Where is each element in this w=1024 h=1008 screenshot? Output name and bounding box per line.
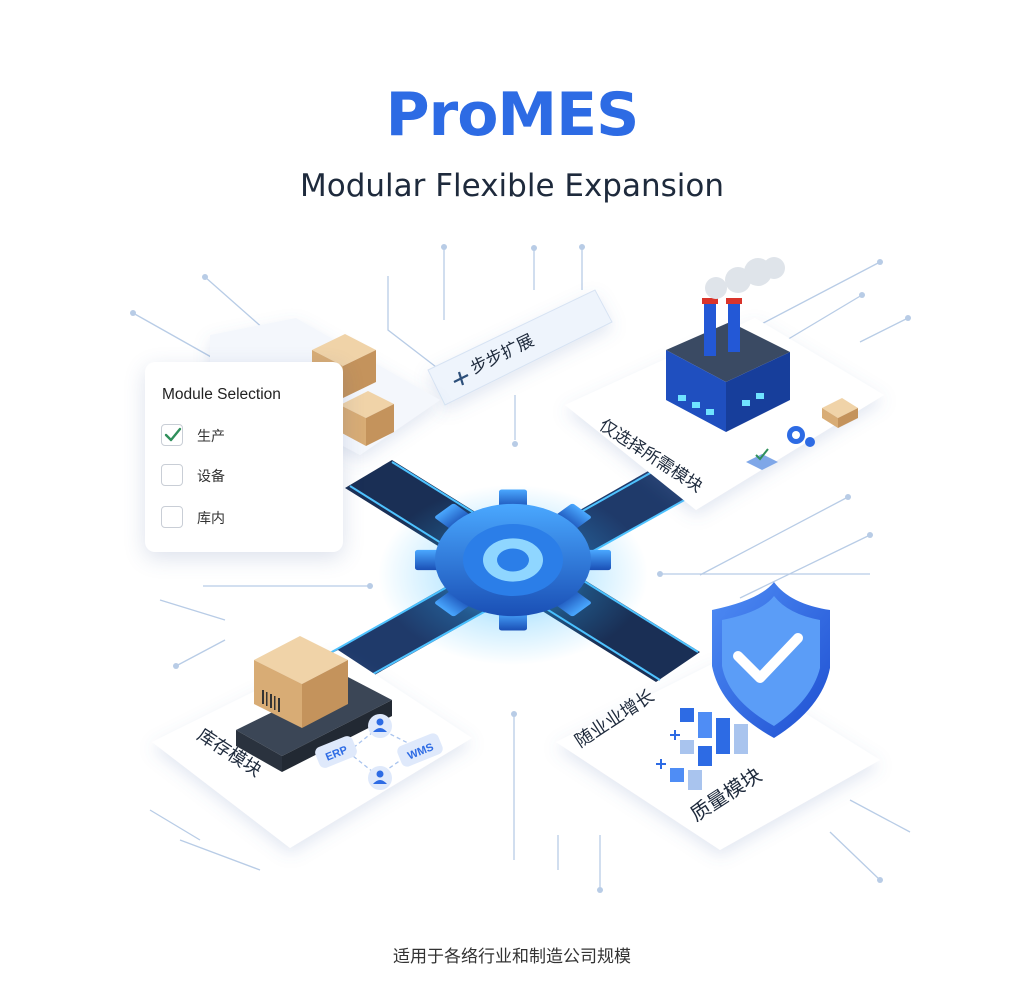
erp-badge: ERP [315,736,357,768]
box-icon [312,334,394,446]
checkbox-production[interactable] [161,424,183,446]
checkbox-warehouse[interactable] [161,506,183,528]
gear-icon [787,426,815,447]
page-subtitle: Modular Flexible Expansion [299,168,725,204]
growth-card [556,660,880,850]
check-icon [164,427,182,442]
module-option-label: 库内 [197,511,225,527]
shield-check-icon [712,582,830,738]
module-selection-title: Module Selection [162,386,281,403]
module-option-label: 生产 [197,429,225,445]
user-icon [368,714,392,790]
plus-icon [656,730,680,769]
module-selection-panel: Module Selection 生产 设备 库内 [145,362,343,552]
factory-icon [666,257,790,432]
module-option-label: 设备 [197,469,225,485]
small-box-icon [822,398,858,428]
plus-icon [453,371,469,386]
box-icon [254,636,348,728]
module-option-production[interactable]: 生产 [161,424,331,448]
wms-badge: WMS [397,733,443,767]
circuit-lines [132,247,911,890]
circuit-nodes [130,244,911,893]
tray-check-icon [746,448,778,470]
page-title: ProMES [385,80,640,150]
footer-text: 适用于各络行业和制造公司规模 [393,947,631,967]
checkbox-equipment[interactable] [161,464,183,486]
module-option-warehouse[interactable]: 库内 [161,506,331,530]
banner-card [427,289,613,406]
bar-blocks-icon [670,708,748,790]
central-gear-icon [378,485,648,665]
module-option-equipment[interactable]: 设备 [161,464,331,488]
